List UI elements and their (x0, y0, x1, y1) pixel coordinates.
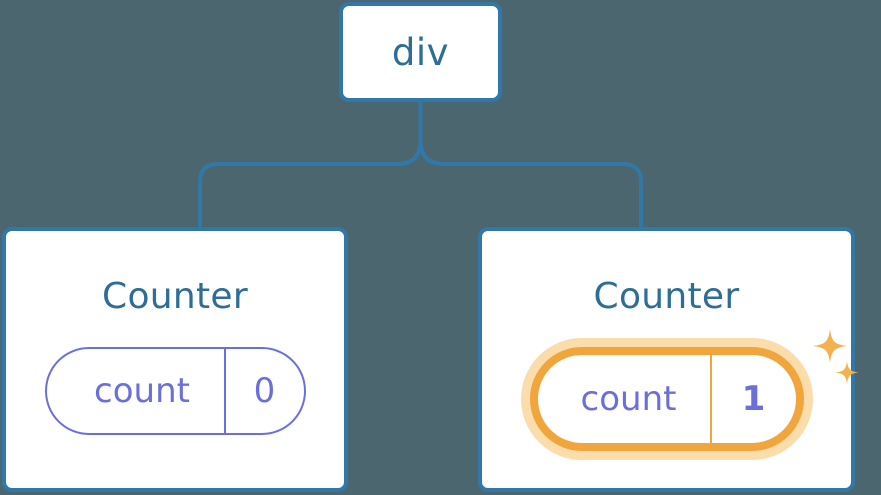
counter-right-state-wrap: count 1 (529, 329, 858, 451)
state-pill-count-right[interactable]: count 1 (529, 347, 804, 451)
node-counter-right[interactable]: Counter count 1 (478, 227, 858, 492)
state-key-label: count (580, 379, 677, 419)
node-div-label: div (391, 30, 450, 74)
state-pill-count-left[interactable]: count 0 (44, 347, 306, 435)
counter-right-title: Counter (593, 276, 740, 317)
counter-left-title: Counter (102, 276, 248, 317)
state-key-label: count (94, 371, 190, 411)
state-value-label: 1 (709, 355, 796, 443)
counter-left-state-wrap: count 0 (44, 347, 306, 435)
node-div[interactable]: div (339, 2, 502, 102)
sparkles-icon (812, 329, 858, 384)
state-value-label: 0 (223, 349, 304, 433)
node-counter-left[interactable]: Counter count 0 (2, 227, 348, 492)
